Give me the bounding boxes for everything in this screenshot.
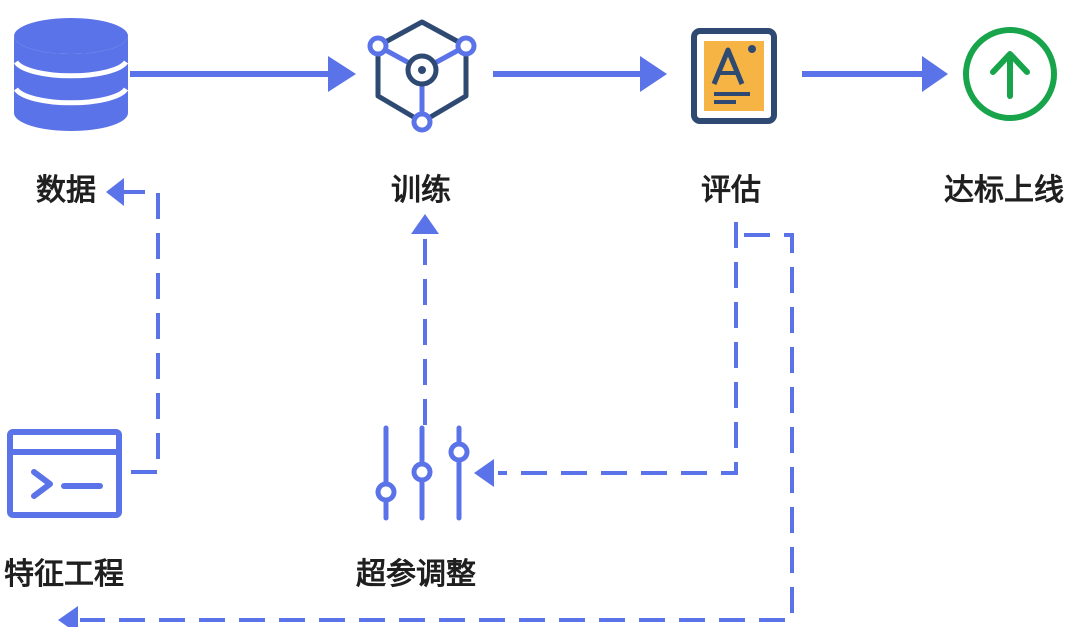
edge-data-to-train — [130, 56, 356, 92]
edge-train-to-eval — [493, 56, 667, 92]
database-icon — [13, 18, 129, 131]
node-label-feature-engineering: 特征工程 — [4, 557, 124, 592]
up-arrow-circle-icon — [963, 27, 1057, 121]
edge-eval-to-feature — [58, 233, 794, 631]
node-label-data: 数据 — [36, 173, 96, 208]
edge-eval-to-hyper — [474, 222, 738, 487]
edge-hyper-to-train — [411, 214, 439, 425]
node-label-launch: 达标上线 — [944, 173, 1064, 208]
arrowhead-icon — [922, 56, 948, 92]
arrowhead-icon — [411, 214, 439, 234]
node-label-eval: 评估 — [701, 173, 761, 208]
arrowhead-icon — [640, 56, 667, 92]
terminal-window-icon — [7, 429, 122, 518]
node-label-hyperparameter-tuning: 超参调整 — [356, 557, 476, 592]
edge-eval-to-launch — [802, 56, 948, 92]
document-a-icon — [691, 28, 777, 124]
arrowhead-icon — [474, 459, 494, 487]
node-label-train: 训练 — [391, 173, 451, 208]
arrowhead-icon — [106, 178, 124, 206]
edge-feature-to-data — [106, 178, 160, 474]
arrowhead-icon — [328, 56, 356, 92]
arrowhead-icon — [58, 606, 78, 631]
cube-network-icon — [367, 19, 477, 133]
sliders-icon — [375, 425, 470, 521]
